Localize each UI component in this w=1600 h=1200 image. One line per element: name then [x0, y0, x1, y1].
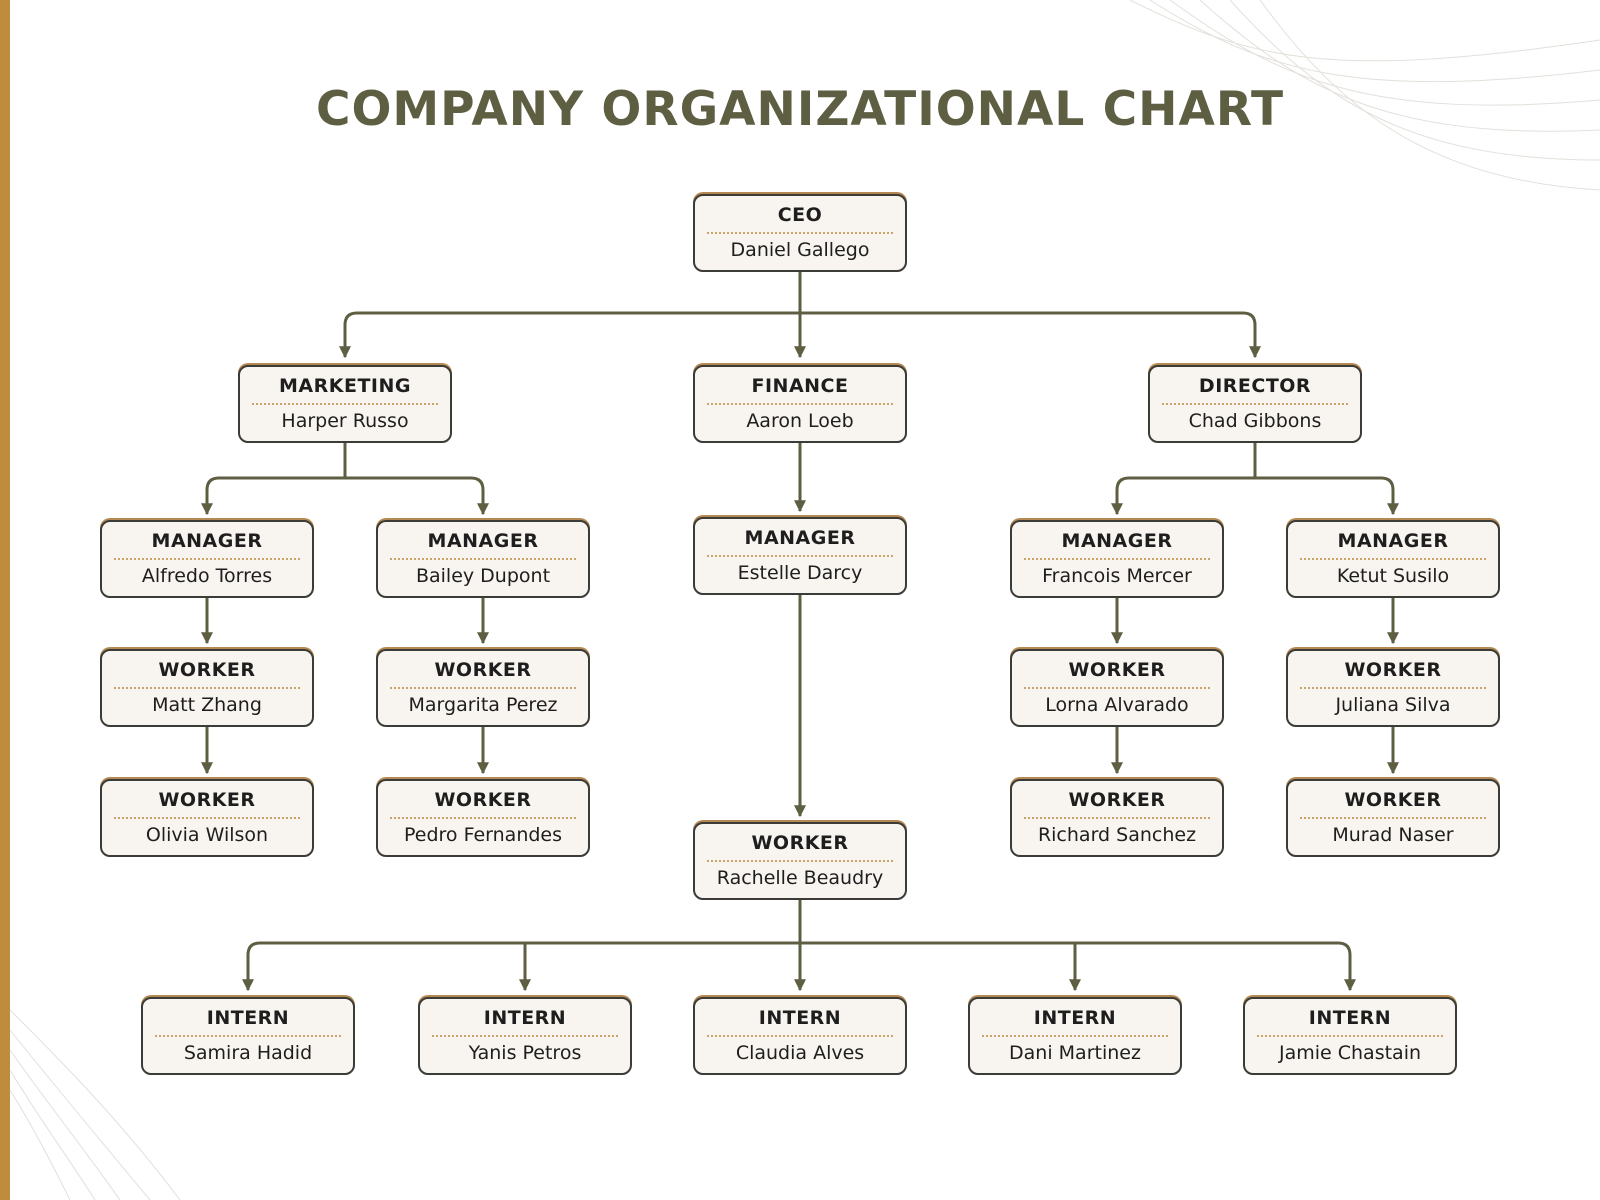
node-manager-ketut-susilo: MANAGER Ketut Susilo [1286, 520, 1500, 598]
node-divider [390, 558, 576, 560]
node-worker-murad-naser: WORKER Murad Naser [1286, 779, 1500, 857]
node-person-name: Rachelle Beaudry [716, 867, 884, 889]
node-divider [982, 1035, 1168, 1037]
node-role: WORKER [1344, 659, 1442, 681]
node-worker-rachelle-beaudry: WORKER Rachelle Beaudry [693, 822, 907, 900]
node-person-name: Samira Hadid [183, 1042, 313, 1064]
node-divider [252, 403, 438, 405]
node-role: INTERN [206, 1007, 290, 1029]
node-worker-lorna-alvarado: WORKER Lorna Alvarado [1010, 649, 1224, 727]
node-role: WORKER [1344, 789, 1442, 811]
node-divider [707, 860, 893, 862]
node-role: WORKER [434, 789, 532, 811]
node-role: WORKER [434, 659, 532, 681]
node-role: INTERN [1033, 1007, 1117, 1029]
node-marketing: MARKETING Harper Russo [238, 365, 452, 443]
node-divider [1300, 817, 1486, 819]
node-person-name: Olivia Wilson [145, 824, 269, 846]
node-role: MANAGER [427, 530, 539, 552]
left-accent-border [0, 0, 10, 1200]
node-worker-juliana-silva: WORKER Juliana Silva [1286, 649, 1500, 727]
node-person-name: Claudia Alves [735, 1042, 865, 1064]
node-finance: FINANCE Aaron Loeb [693, 365, 907, 443]
node-person-name: Yanis Petros [468, 1042, 582, 1064]
node-divider [1300, 558, 1486, 560]
node-intern-claudia-alves: INTERN Claudia Alves [693, 997, 907, 1075]
node-worker-matt-zhang: WORKER Matt Zhang [100, 649, 314, 727]
node-intern-samira-hadid: INTERN Samira Hadid [141, 997, 355, 1075]
node-role: MANAGER [1061, 530, 1173, 552]
node-manager-bailey-dupont: MANAGER Bailey Dupont [376, 520, 590, 598]
node-role: MANAGER [744, 527, 856, 549]
node-person-name: Juliana Silva [1335, 694, 1451, 716]
node-intern-jamie-chastain: INTERN Jamie Chastain [1243, 997, 1457, 1075]
node-role: MARKETING [279, 375, 411, 397]
node-divider [390, 817, 576, 819]
node-manager-estelle-darcy: MANAGER Estelle Darcy [693, 517, 907, 595]
node-person-name: Aaron Loeb [746, 410, 854, 432]
node-person-name: Jamie Chastain [1278, 1042, 1422, 1064]
node-divider [1162, 403, 1348, 405]
node-divider [155, 1035, 341, 1037]
node-role: INTERN [483, 1007, 567, 1029]
node-worker-margarita-perez: WORKER Margarita Perez [376, 649, 590, 727]
node-worker-richard-sanchez: WORKER Richard Sanchez [1010, 779, 1224, 857]
node-person-name: Lorna Alvarado [1045, 694, 1189, 716]
node-divider [1024, 817, 1210, 819]
node-manager-francois-mercer: MANAGER Francois Mercer [1010, 520, 1224, 598]
node-divider [707, 555, 893, 557]
node-person-name: Dani Martinez [1009, 1042, 1141, 1064]
node-director: DIRECTOR Chad Gibbons [1148, 365, 1362, 443]
node-person-name: Harper Russo [281, 410, 409, 432]
node-person-name: Estelle Darcy [737, 562, 863, 584]
node-intern-yanis-petros: INTERN Yanis Petros [418, 997, 632, 1075]
node-person-name: Murad Naser [1332, 824, 1454, 846]
node-divider [1024, 558, 1210, 560]
node-divider [114, 687, 300, 689]
node-divider [707, 232, 893, 234]
node-divider [114, 817, 300, 819]
node-role: CEO [777, 204, 823, 226]
node-role: WORKER [1068, 789, 1166, 811]
node-role: MANAGER [151, 530, 263, 552]
node-intern-dani-martinez: INTERN Dani Martinez [968, 997, 1182, 1075]
node-role: DIRECTOR [1198, 375, 1312, 397]
node-person-name: Daniel Gallego [730, 239, 870, 261]
node-person-name: Chad Gibbons [1188, 410, 1322, 432]
node-role: WORKER [751, 832, 849, 854]
node-role: WORKER [158, 659, 256, 681]
page-title: COMPANY ORGANIZATIONAL CHART [315, 82, 1285, 137]
node-divider [707, 403, 893, 405]
node-role: WORKER [1068, 659, 1166, 681]
node-role: INTERN [758, 1007, 842, 1029]
node-person-name: Bailey Dupont [415, 565, 551, 587]
node-worker-pedro-fernandes: WORKER Pedro Fernandes [376, 779, 590, 857]
node-person-name: Margarita Perez [408, 694, 558, 716]
node-person-name: Matt Zhang [152, 694, 262, 716]
node-person-name: Ketut Susilo [1336, 565, 1450, 587]
node-person-name: Richard Sanchez [1037, 824, 1197, 846]
node-worker-olivia-wilson: WORKER Olivia Wilson [100, 779, 314, 857]
node-role: MANAGER [1337, 530, 1449, 552]
node-divider [390, 687, 576, 689]
node-divider [114, 558, 300, 560]
node-manager-alfredo-torres: MANAGER Alfredo Torres [100, 520, 314, 598]
node-divider [1024, 687, 1210, 689]
node-divider [432, 1035, 618, 1037]
node-divider [707, 1035, 893, 1037]
node-role: FINANCE [751, 375, 849, 397]
node-divider [1300, 687, 1486, 689]
node-person-name: Alfredo Torres [141, 565, 273, 587]
node-person-name: Francois Mercer [1042, 565, 1192, 587]
node-person-name: Pedro Fernandes [403, 824, 563, 846]
node-divider [1257, 1035, 1443, 1037]
node-ceo: CEO Daniel Gallego [693, 194, 907, 272]
node-role: WORKER [158, 789, 256, 811]
node-role: INTERN [1308, 1007, 1392, 1029]
